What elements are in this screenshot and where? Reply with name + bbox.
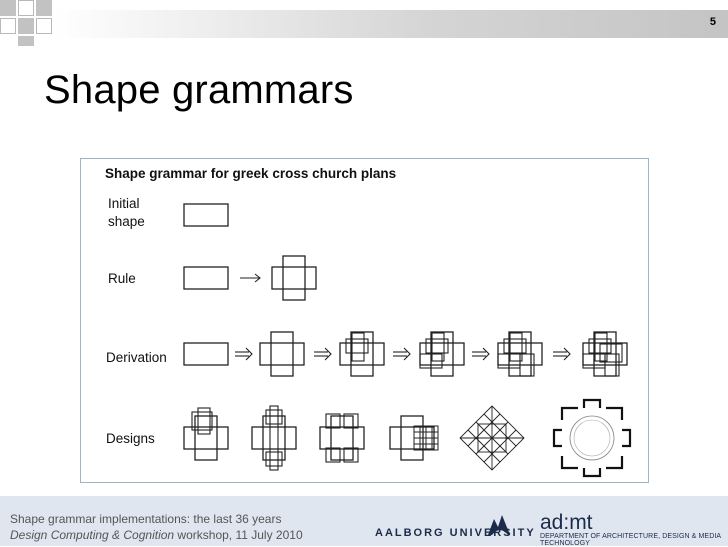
- rule-arrow-icon: [239, 273, 261, 283]
- row-label-designs: Designs: [106, 431, 155, 446]
- design-shape: [251, 405, 297, 471]
- footer-event-date: workshop, 11 July 2010: [174, 528, 303, 542]
- derivation-sequence: [183, 331, 628, 377]
- footer-bar: [0, 496, 728, 546]
- row-label-line: Initial: [108, 196, 140, 211]
- decor-square: [36, 0, 52, 16]
- design-shape: [552, 398, 632, 478]
- rule-left-rectangle: [183, 266, 229, 290]
- footer-title: Shape grammar implementations: the last …: [10, 512, 282, 526]
- decor-square: [36, 18, 52, 34]
- derivation-step-shape: [497, 331, 543, 377]
- derivation-step-shape: [419, 331, 465, 377]
- initial-shape-rectangle: [183, 203, 229, 227]
- footer-event: Design Computing & Cognition workshop, 1…: [10, 528, 303, 542]
- aalborg-university-logo-icon: [488, 515, 510, 535]
- university-name: AALBORG UNIVERSITY: [375, 527, 536, 539]
- derivation-arrow-icon: [313, 347, 332, 361]
- figure-title: Shape grammar for greek cross church pla…: [105, 166, 397, 181]
- design-shape: [319, 413, 365, 463]
- derivation-arrow-icon: [392, 347, 411, 361]
- shape-diagram: [183, 203, 632, 478]
- derivation-arrow-icon: [471, 347, 490, 361]
- department-name: DEPARTMENT OF ARCHITECTURE, DESIGN & MED…: [540, 533, 721, 547]
- row-label-line: shape: [108, 214, 145, 229]
- row-label-rule: Rule: [108, 271, 136, 286]
- derivation-step-shape: [339, 331, 385, 377]
- page-number: 5: [709, 16, 716, 28]
- design-shape: [183, 407, 229, 461]
- admt-logo: ad:mt: [540, 511, 593, 534]
- decor-square: [0, 0, 16, 16]
- derivation-arrow-icon: [234, 347, 253, 361]
- design-shape: [459, 405, 525, 471]
- row-label-initial-shape: Initial shape: [108, 195, 145, 231]
- decor-square: [18, 18, 34, 34]
- design-shape: [389, 415, 439, 461]
- derivation-step-shape: [259, 331, 305, 377]
- decor-square: [18, 0, 34, 16]
- slide-title: Shape grammars: [44, 68, 354, 112]
- footer-event-name: Design Computing & Cognition: [10, 528, 175, 542]
- derivation-arrow-icon: [552, 347, 571, 361]
- decor-square: [0, 18, 16, 34]
- derivation-step-shape: [183, 342, 229, 366]
- header-bar: [54, 10, 728, 38]
- design-variants: [183, 398, 632, 478]
- row-label-derivation: Derivation: [106, 350, 167, 365]
- decor-square: [18, 36, 34, 46]
- rule-right-cross: [271, 255, 317, 301]
- derivation-step-shape: [582, 331, 628, 377]
